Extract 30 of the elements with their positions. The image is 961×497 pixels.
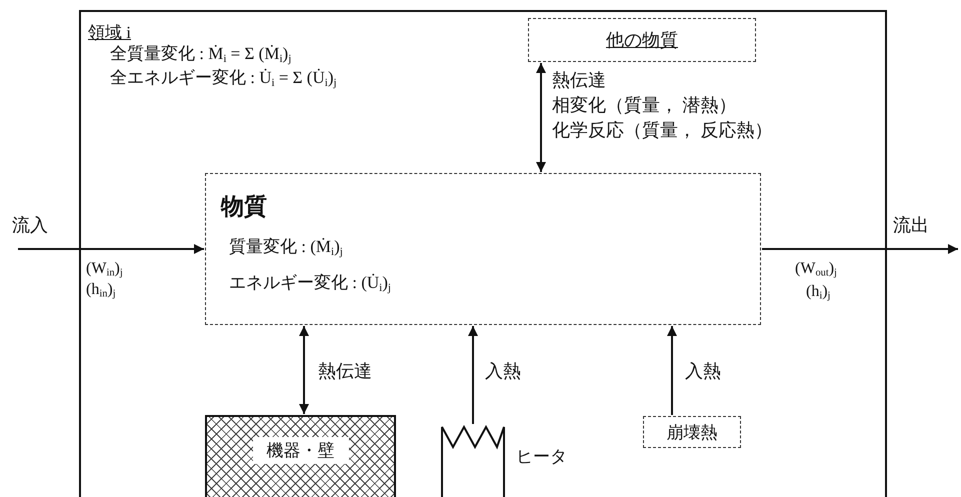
edge-label: 入熱 xyxy=(685,359,721,383)
box-title: 物質 xyxy=(221,193,267,221)
symbol-label: (h$_{in}$)$_{j}$ xyxy=(86,281,116,300)
dashed-box: 崩壊熱 xyxy=(643,416,741,448)
dashed-box xyxy=(205,173,761,325)
arrow xyxy=(762,244,958,254)
edge-label: 熱伝達 xyxy=(552,68,606,92)
symbol-label: (W$_{in}$)$_{j}$ xyxy=(86,260,123,279)
edge-label: 熱伝達 xyxy=(318,359,372,383)
formula-text: 全質量変化 : Ṁ$_{i}$ = Σ (Ṁ$_{i}$)$_{j}$ xyxy=(110,43,292,65)
formula-text: 質量変化 : (Ṁ$_{i}$)$_{j}$ xyxy=(229,236,343,258)
hatched-box xyxy=(205,415,396,497)
heater-label: ヒータ xyxy=(516,446,567,468)
symbol-label: (h$_{i}$)$_{j}$ xyxy=(806,283,830,302)
heater-symbol xyxy=(440,425,506,497)
note-text: 相変化（質量， 潜熱） xyxy=(552,94,736,117)
edge-label: 入熱 xyxy=(485,359,521,383)
arrow xyxy=(18,244,204,254)
region-title: 領域 i xyxy=(88,22,131,44)
dashed-box: 他の物質 xyxy=(528,18,756,62)
arrow xyxy=(536,63,546,172)
formula-text: 全エネルギー変化 : U̇$_{i}$ = Σ (U̇$_{i}$)$_{j}$ xyxy=(110,67,337,89)
edge-label: 流入 xyxy=(12,213,48,237)
formula-text: エネルギー変化 : (U̇$_{i}$)$_{j}$ xyxy=(229,272,391,294)
note-text: 化学反応（質量， 反応熱） xyxy=(552,119,772,142)
arrow xyxy=(299,326,309,414)
box-label: 機器・壁 xyxy=(252,437,348,464)
symbol-label: (W$_{out}$)$_{j}$ xyxy=(795,260,837,279)
arrow xyxy=(468,326,478,424)
arrow xyxy=(667,326,677,415)
